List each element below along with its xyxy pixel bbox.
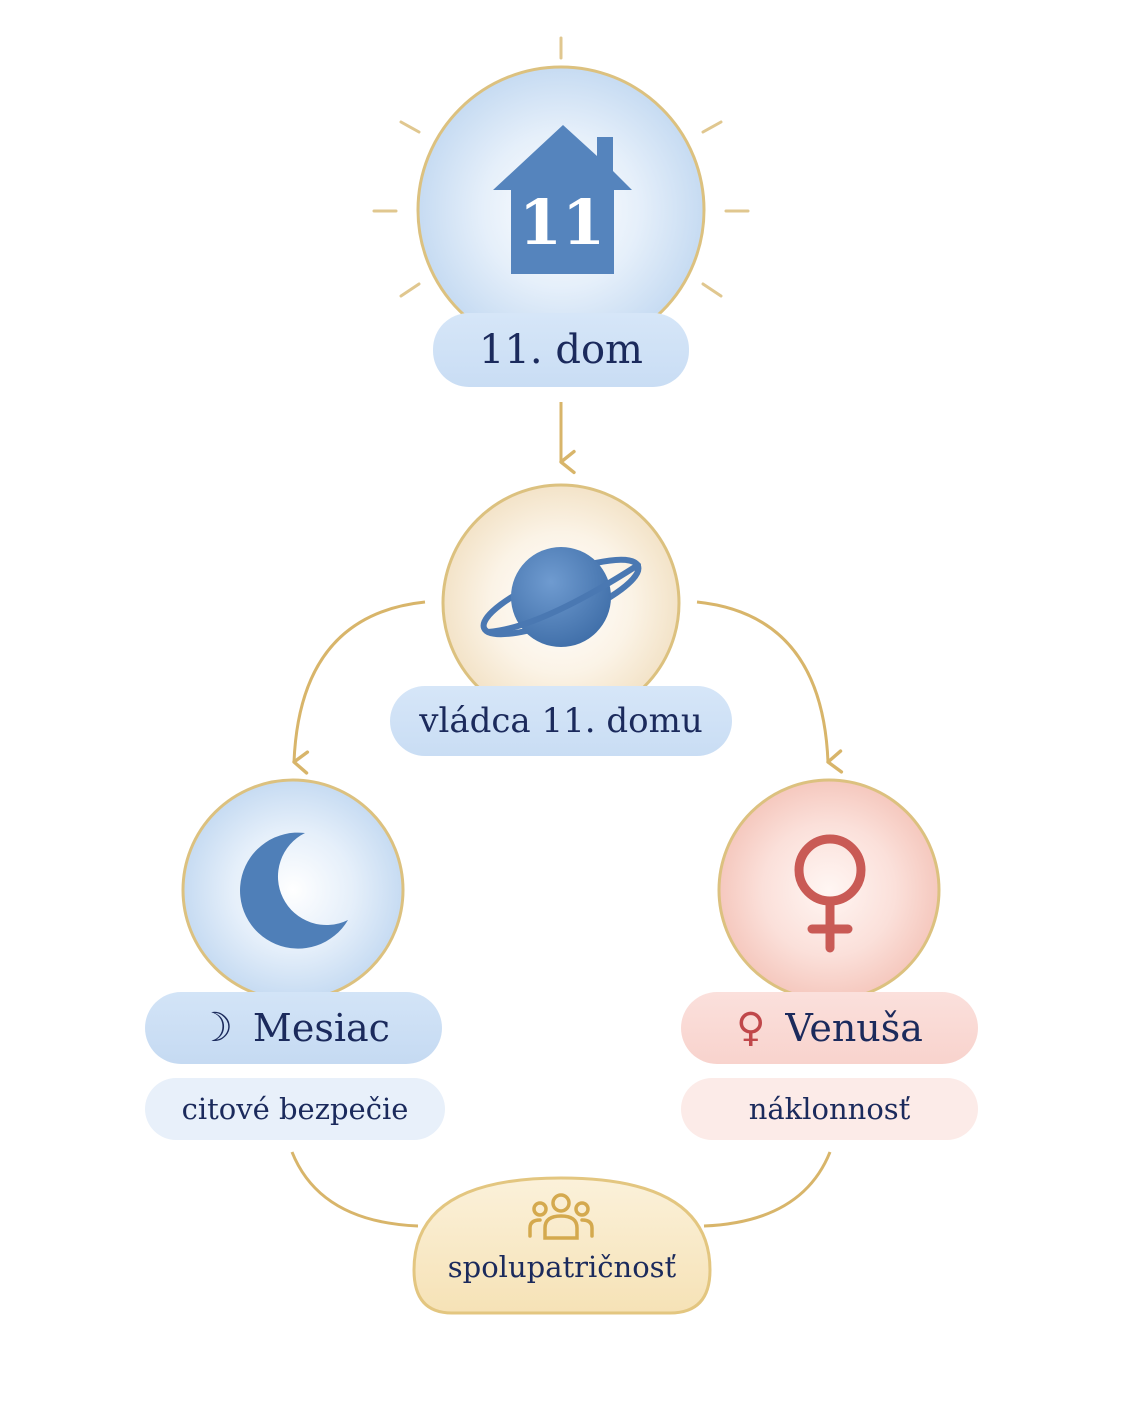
- ruler-label: vládca 11. domu: [419, 701, 703, 741]
- ruler-label-pill: vládca 11. domu: [390, 686, 732, 756]
- moon-label-pill: ☽ Mesiac: [145, 992, 442, 1064]
- house-label: 11. dom: [479, 327, 643, 373]
- house-label-pill: 11. dom: [433, 313, 689, 387]
- venus-symbol-icon: [794, 834, 866, 953]
- moon-meaning: citové bezpečie: [181, 1092, 409, 1126]
- moon-node: [181, 778, 405, 1002]
- sun-rays: [372, 36, 750, 298]
- belonging-node: [412, 1176, 712, 1315]
- venus-meaning: náklonnosť: [748, 1092, 911, 1126]
- venus-label-pill: ♀ Venuša: [681, 992, 978, 1064]
- venus-node: [717, 778, 941, 1002]
- venus-label: Venuša: [785, 1006, 923, 1050]
- ruler-node: [441, 483, 681, 723]
- venus-glyph-icon: ♀: [736, 1005, 766, 1051]
- moon-glyph-icon: ☽: [197, 1005, 233, 1051]
- arrow-ruler-to-venus: [696, 600, 844, 774]
- moon-label: Mesiac: [252, 1006, 390, 1050]
- arc-venus-to-belonging: [703, 1151, 832, 1228]
- belonging-label: spolupatričnosť: [447, 1250, 677, 1284]
- house-node: 11: [416, 65, 706, 355]
- crescent-moon-icon: [240, 832, 348, 949]
- people-group-icon: [528, 1193, 594, 1240]
- venus-meaning-pill: náklonnosť: [681, 1078, 978, 1140]
- saturn-planet-icon: [480, 547, 642, 647]
- moon-meaning-pill: citové bezpečie: [145, 1078, 445, 1140]
- arc-moon-to-belonging: [290, 1151, 419, 1228]
- house-number: 11: [519, 186, 605, 259]
- arrow-ruler-to-moon: [292, 600, 426, 775]
- house-icon: [493, 125, 632, 274]
